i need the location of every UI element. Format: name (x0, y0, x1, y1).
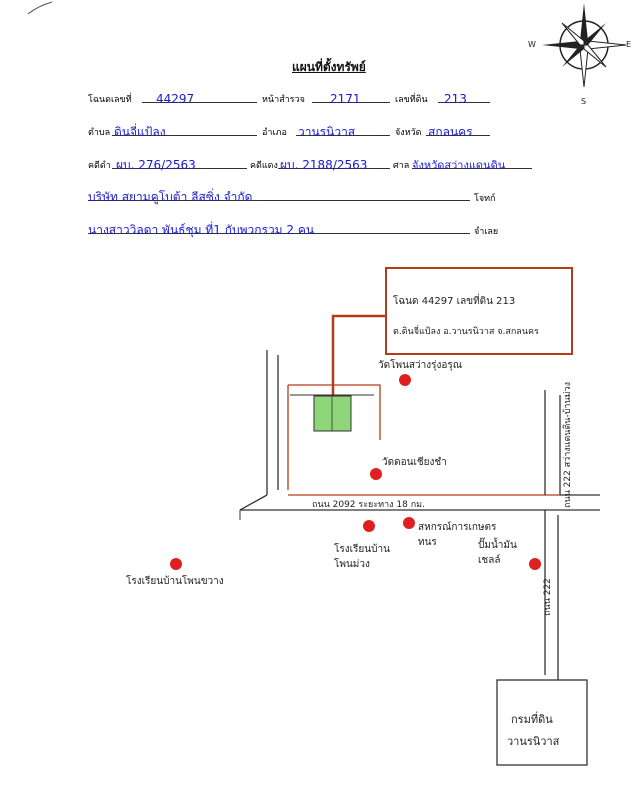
landmark-label-3: โรงเรียนบ้านโพนม่วง (334, 544, 390, 570)
land-label: เลขที่ดิน (395, 95, 428, 105)
compass-west: W (528, 40, 536, 49)
landmark-marker-5 (529, 558, 541, 570)
district-value: วานรนิวาส (298, 125, 356, 139)
road-side-label: ถนน 222 สว่างแดนดิน-บ้านม่วง (563, 382, 573, 508)
land-office-line1: กรมที่ดิน (511, 713, 553, 726)
callout-line1: โฉนด 44297 เลขที่ดิน 213 (393, 296, 516, 307)
land-field: 213 (438, 88, 490, 106)
land-office-line2: วานรนิวาส (507, 735, 560, 748)
court-label: ศาล (393, 161, 410, 171)
deed-field: 44297 (142, 88, 257, 106)
province-value: สกลนคร (428, 125, 473, 139)
compass-south: S (581, 97, 587, 106)
landmark-marker-4 (403, 517, 415, 529)
landmark-label-1: วัดโพนสว่างรุ่งอรุณ (378, 360, 463, 371)
deed-label: โฉนดเลขที่ (88, 95, 132, 105)
province-label: จังหวัด (395, 128, 422, 138)
landmark-label-6: โรงเรียนบ้านโพนขวาง (126, 576, 224, 587)
case-black-value: ผบ. 276/2563 (116, 158, 196, 172)
defendant-field: นางสาววิลดา พันธ์ชุม ที่1 กับพวกรวม 2 คน (88, 219, 470, 237)
plaintiff-field: บริษัท สยามคูโบต้า ลีสซิ่ง จำกัด (88, 186, 470, 204)
land-value: 213 (444, 92, 467, 106)
case-red-label: คดีแดง (250, 161, 278, 171)
landmark-marker-6 (170, 558, 182, 570)
case-red-field: ผบ. 2188/2563 (278, 154, 390, 172)
landmark-label-2: วัดดอนเชียงชำ (382, 457, 447, 468)
page-field: 2171 (312, 88, 390, 106)
district-field: วานรนิวาส (296, 121, 390, 139)
landmark-label-5: ปั๊มน้ำมันเชลล์ (478, 540, 517, 566)
plaintiff-label: โจทก์ (474, 194, 496, 204)
callout-line2: ต.ดินจี่แป้ลง อ.วานรนิวาส จ.สกลนคร (393, 327, 539, 337)
province-field: สกลนคร (426, 121, 490, 139)
subdistrict-field: ดินจี่แป้ลง (112, 121, 257, 139)
page-title: แผนที่ตั้งทรัพย์ (292, 60, 366, 74)
case-red-value: ผบ. 2188/2563 (280, 158, 368, 172)
land-office-box (496, 679, 588, 766)
court-value: จังหวัดสว่างแดนดิน (412, 159, 506, 172)
page-value: 2171 (330, 92, 361, 106)
landmark-label-4: สหกรณ์การเกษตรทนร (418, 522, 497, 548)
compass-east: E (626, 40, 632, 49)
page-label: หน้าสำรวจ (262, 95, 305, 105)
defendant-label: จำเลย (474, 227, 499, 237)
landmark-marker-3 (363, 520, 375, 532)
land-parcel (313, 395, 352, 432)
landmark-marker-1 (399, 374, 411, 386)
compass-rose-icon (542, 3, 627, 88)
plaintiff-value: บริษัท สยามคูโบต้า ลีสซิ่ง จำกัด (88, 190, 253, 204)
callout-box (385, 267, 573, 355)
case-black-label: คดีดำ (88, 161, 111, 171)
road-south-label: ถนน 222 (542, 578, 553, 616)
landmark-marker-2 (370, 468, 382, 480)
subdistrict-label: ตำบล (88, 128, 111, 138)
deed-value: 44297 (156, 92, 195, 106)
defendant-value: นางสาววิลดา พันธ์ชุม ที่1 กับพวกรวม 2 คน (88, 223, 315, 237)
road-main-label: ถนน 2092 ระยะทาง 18 กม. (312, 500, 425, 510)
case-black-field: ผบ. 276/2563 (112, 154, 247, 172)
district-label: อำเภอ (262, 128, 287, 138)
court-field: จังหวัดสว่างแดนดิน (412, 154, 532, 172)
subdistrict-value: ดินจี่แป้ลง (114, 125, 166, 139)
